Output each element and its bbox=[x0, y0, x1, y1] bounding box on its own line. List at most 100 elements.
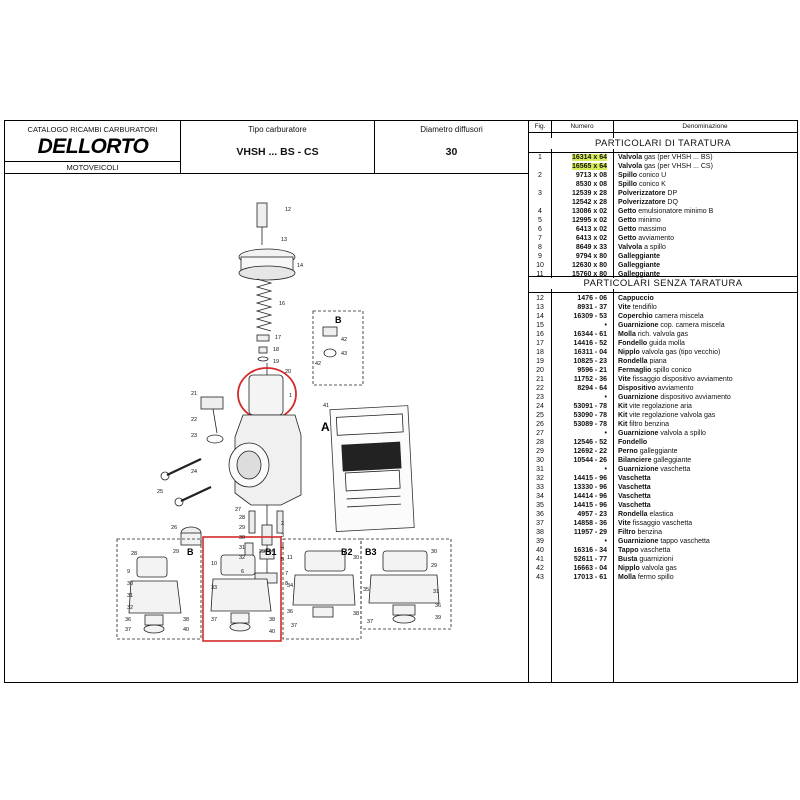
section-senza-taratura: PARTICOLARI SENZA TARATURA bbox=[529, 278, 797, 289]
part-description: Galleggiante bbox=[618, 253, 661, 260]
part-number: 14414 - 96 bbox=[573, 493, 607, 500]
type-label: Tipo carburatore bbox=[248, 125, 307, 134]
svg-text:30: 30 bbox=[127, 581, 133, 587]
sheet-header: CATALOGO RICAMBI CARBURATORI DELLORTO MO… bbox=[5, 121, 528, 174]
part-number: 16316 - 34 bbox=[573, 547, 607, 554]
callout-labels: 12 14 13 16 17 18 19 20 1 21 22 23 24 25… bbox=[157, 207, 347, 587]
catalog-sheet: CATALOGO RICAMBI CARBURATORI DELLORTO MO… bbox=[4, 120, 798, 683]
part-fig: 42 bbox=[536, 565, 544, 572]
part-number: 53091 - 78 bbox=[573, 403, 607, 410]
part-description: Getto minimo bbox=[618, 217, 661, 224]
part-number: 8931 - 37 bbox=[577, 304, 607, 311]
part-description: Galleggiante bbox=[618, 271, 661, 278]
part-number: 12995 x 02 bbox=[571, 217, 607, 224]
svg-text:38: 38 bbox=[353, 611, 359, 617]
part-description: Nipplo valvola gas bbox=[618, 565, 677, 572]
part-row: 31•Guarnizione vaschetta bbox=[529, 465, 797, 474]
part-description: Vite fissaggio vaschetta bbox=[618, 520, 693, 527]
part-description: Nipplo valvola gas (tipo vecchio) bbox=[618, 349, 721, 356]
view-label-a: A bbox=[321, 420, 330, 434]
part-fig: 14 bbox=[536, 313, 544, 320]
svg-text:41: 41 bbox=[323, 403, 329, 409]
part-fig: 32 bbox=[536, 475, 544, 482]
part-number: 16309 - 53 bbox=[573, 313, 607, 320]
section-sep-3 bbox=[529, 292, 797, 293]
part-description: Bilanciere galleggiante bbox=[618, 457, 692, 464]
svg-text:19: 19 bbox=[273, 359, 279, 365]
part-fig: 11 bbox=[536, 271, 544, 278]
spring-16 bbox=[255, 278, 273, 332]
part-row: 39•Guarnizione tappo vaschetta bbox=[529, 537, 797, 546]
svg-text:43: 43 bbox=[341, 351, 347, 357]
part-fig: 33 bbox=[536, 484, 544, 491]
type-value: VHSH ... BS - CS bbox=[236, 146, 319, 158]
gas-valve-1 bbox=[248, 374, 284, 416]
part-description: Fondello guida molla bbox=[618, 340, 685, 347]
svg-text:2: 2 bbox=[281, 521, 284, 527]
svg-text:12: 12 bbox=[285, 207, 291, 213]
svg-text:42: 42 bbox=[341, 337, 347, 343]
svg-text:30: 30 bbox=[239, 535, 245, 541]
part-number: 52611 - 77 bbox=[573, 556, 607, 563]
exploded-diagram: 12 14 13 16 17 18 19 20 1 21 22 23 24 25… bbox=[116, 202, 452, 642]
part-number: 10544 - 26 bbox=[573, 457, 607, 464]
part-fig: 43 bbox=[536, 574, 544, 581]
part-fig: 18 bbox=[536, 349, 544, 356]
parts-list-panel: Fig. Numero Denominazione PARTICOLARI DI… bbox=[529, 121, 797, 682]
part-description: Rondella piana bbox=[618, 358, 667, 365]
svg-text:37: 37 bbox=[367, 619, 373, 625]
part-number: 12630 x 80 bbox=[571, 262, 607, 269]
part-fig: 41 bbox=[536, 556, 544, 563]
part-description: Polverizzatore DP bbox=[618, 190, 678, 197]
part-number: 16311 - 04 bbox=[573, 349, 607, 356]
svg-text:31: 31 bbox=[433, 589, 439, 595]
section-sep-2 bbox=[529, 276, 797, 277]
svg-text:23: 23 bbox=[191, 433, 197, 439]
svg-text:33: 33 bbox=[211, 585, 217, 591]
part-fig: 2 bbox=[538, 172, 542, 179]
svg-text:27: 27 bbox=[235, 507, 241, 513]
part-description: Valvola gas (per VHSH ... BS) bbox=[618, 154, 713, 161]
part-description: Vaschetta bbox=[618, 493, 651, 500]
catalog-title: CATALOGO RICAMBI CARBURATORI bbox=[27, 125, 158, 134]
variant-label-b3: B3 bbox=[365, 547, 377, 557]
brand-cell: CATALOGO RICAMBI CARBURATORI DELLORTO MO… bbox=[5, 121, 181, 173]
svg-text:38: 38 bbox=[269, 617, 275, 623]
svg-text:9: 9 bbox=[127, 569, 130, 575]
part-description: Rondella elastica bbox=[618, 511, 674, 518]
col-numero: Numero bbox=[570, 123, 594, 130]
part-fig: 23 bbox=[536, 394, 544, 401]
part-description: Getto emulsionatore minimo B bbox=[618, 208, 714, 215]
col-line-1 bbox=[551, 121, 552, 682]
category-label: MOTOVEICOLI bbox=[5, 161, 180, 173]
type-cell: Tipo carburatore VHSH ... BS - CS bbox=[181, 121, 375, 173]
part-fig: 16 bbox=[536, 331, 544, 338]
svg-text:16: 16 bbox=[279, 301, 285, 307]
part-description: Molla fermo spillo bbox=[618, 574, 674, 581]
inset-label-b: B bbox=[335, 315, 342, 325]
column-headers: Fig. Numero Denominazione bbox=[529, 121, 797, 133]
part-number: 8530 x 08 bbox=[575, 181, 607, 188]
part-number: • bbox=[604, 538, 607, 545]
svg-text:28: 28 bbox=[131, 551, 137, 557]
svg-text:26: 26 bbox=[171, 525, 177, 531]
col-denominazione: Denominazione bbox=[682, 123, 728, 130]
svg-text:36: 36 bbox=[435, 603, 441, 609]
svg-text:36: 36 bbox=[287, 609, 293, 615]
part-description: Vite fissaggio dispositivo avviamento bbox=[618, 376, 733, 383]
part-description: Getto massimo bbox=[618, 226, 667, 233]
svg-text:32: 32 bbox=[127, 605, 133, 611]
part-number: 12539 x 28 bbox=[571, 190, 607, 197]
